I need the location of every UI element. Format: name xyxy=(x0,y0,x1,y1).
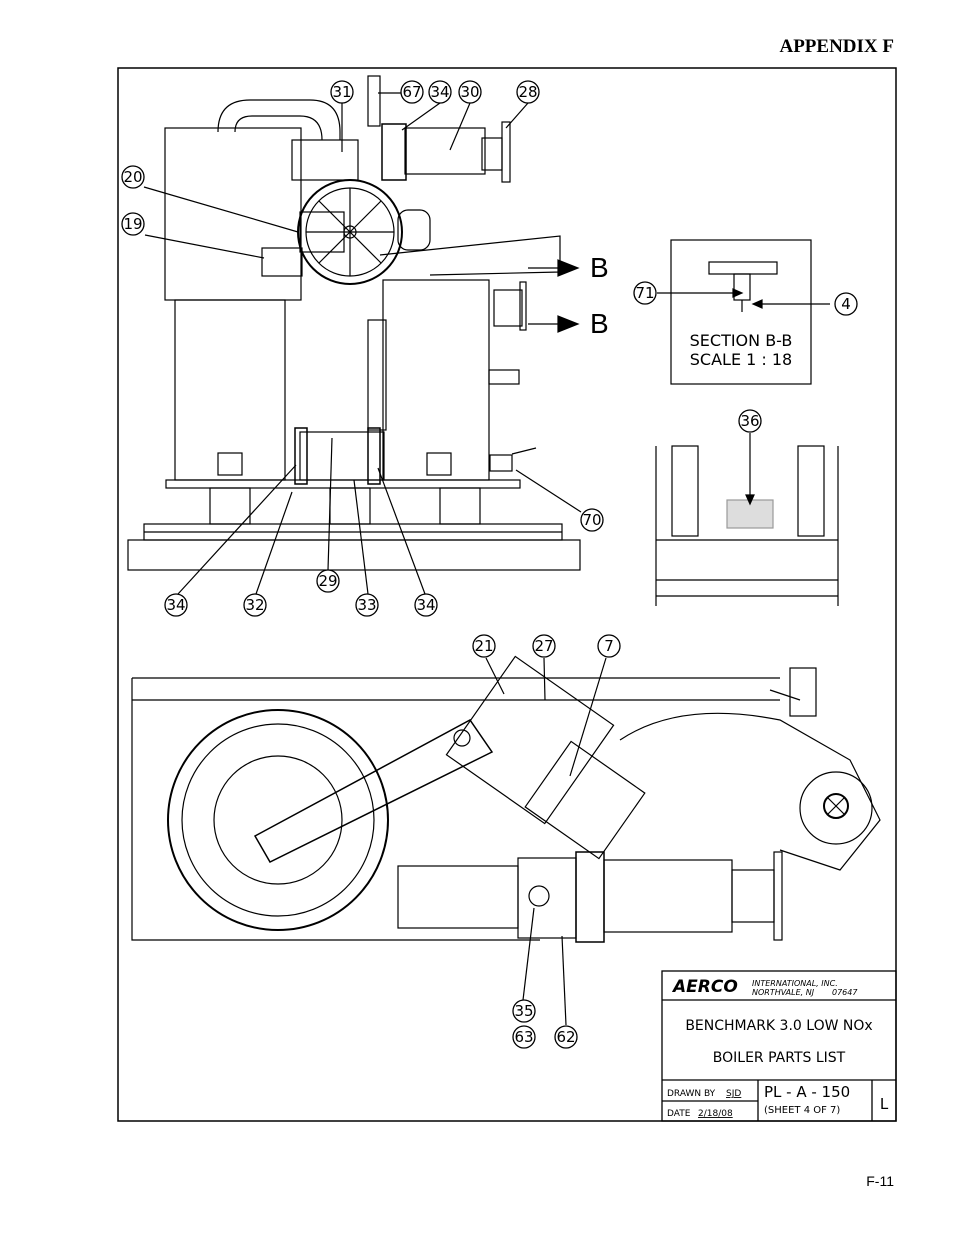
balloon-7: 7 xyxy=(604,637,614,655)
balloon-callouts xyxy=(143,92,698,1026)
section-label: SECTION B-B xyxy=(690,331,793,350)
plan-view xyxy=(131,655,881,943)
section-scale: SCALE 1 : 18 xyxy=(690,350,792,369)
balloons xyxy=(121,80,858,1049)
company-address: NORTHVALE, NJ xyxy=(752,988,815,997)
balloon-35: 35 xyxy=(514,1002,533,1020)
balloon-numbers: 31 67 34 30 28 20 19 70 34 32 29 33 34 7… xyxy=(123,83,850,1046)
sheet-number: (SHEET 4 OF 7) xyxy=(764,1105,840,1116)
balloon-4: 4 xyxy=(841,295,851,313)
date-value: 2/18/08 xyxy=(698,1109,733,1119)
section-cut-letter-bottom: B xyxy=(590,308,609,339)
drawing-title-line2: BOILER PARTS LIST xyxy=(713,1050,846,1066)
balloon-63: 63 xyxy=(514,1028,533,1046)
balloon-20: 20 xyxy=(123,168,142,186)
balloon-34-left: 34 xyxy=(166,596,185,614)
balloon-28: 28 xyxy=(518,83,537,101)
drawing-title-line1: BENCHMARK 3.0 LOW NOx xyxy=(685,1018,872,1034)
balloon-32: 32 xyxy=(245,596,264,614)
balloon-62: 62 xyxy=(556,1028,575,1046)
appendix-heading: APPENDIX F xyxy=(779,36,894,57)
balloon-29: 29 xyxy=(318,572,337,590)
drawn-by-label: DRAWN BY xyxy=(667,1089,716,1099)
section-bb-view xyxy=(670,239,830,385)
section-cut-letter-top: B xyxy=(590,252,609,283)
title-block xyxy=(661,970,897,1122)
company-logo: AERCO xyxy=(671,977,738,997)
balloon-33: 33 xyxy=(357,596,376,614)
balloon-27: 27 xyxy=(534,637,553,655)
balloon-30: 30 xyxy=(460,83,479,101)
balloon-34-right: 34 xyxy=(416,596,435,614)
page-number: F-11 xyxy=(866,1173,894,1189)
balloon-36: 36 xyxy=(740,412,759,430)
detail-view xyxy=(655,433,839,606)
balloon-31: 31 xyxy=(332,83,351,101)
date-label: DATE xyxy=(667,1109,691,1119)
part-number: PL - A - 150 xyxy=(764,1083,850,1101)
balloon-71: 71 xyxy=(635,284,654,302)
drawn-by-value: SJD xyxy=(726,1089,741,1099)
balloon-34-top: 34 xyxy=(430,83,449,101)
title-block-text: AERCO INTERNATIONAL, INC. NORTHVALE, NJ … xyxy=(667,977,889,1119)
balloon-21: 21 xyxy=(474,637,493,655)
company-full: INTERNATIONAL, INC. xyxy=(752,979,838,988)
balloon-67: 67 xyxy=(402,83,421,101)
balloon-19: 19 xyxy=(123,215,142,233)
balloon-70: 70 xyxy=(582,511,601,529)
company-zip: 07647 xyxy=(832,988,858,997)
top-elevation-view xyxy=(127,75,581,571)
drawing-frame xyxy=(117,67,897,1122)
section-cut-arrows: B B xyxy=(528,252,609,339)
revision-letter: L xyxy=(880,1095,889,1113)
